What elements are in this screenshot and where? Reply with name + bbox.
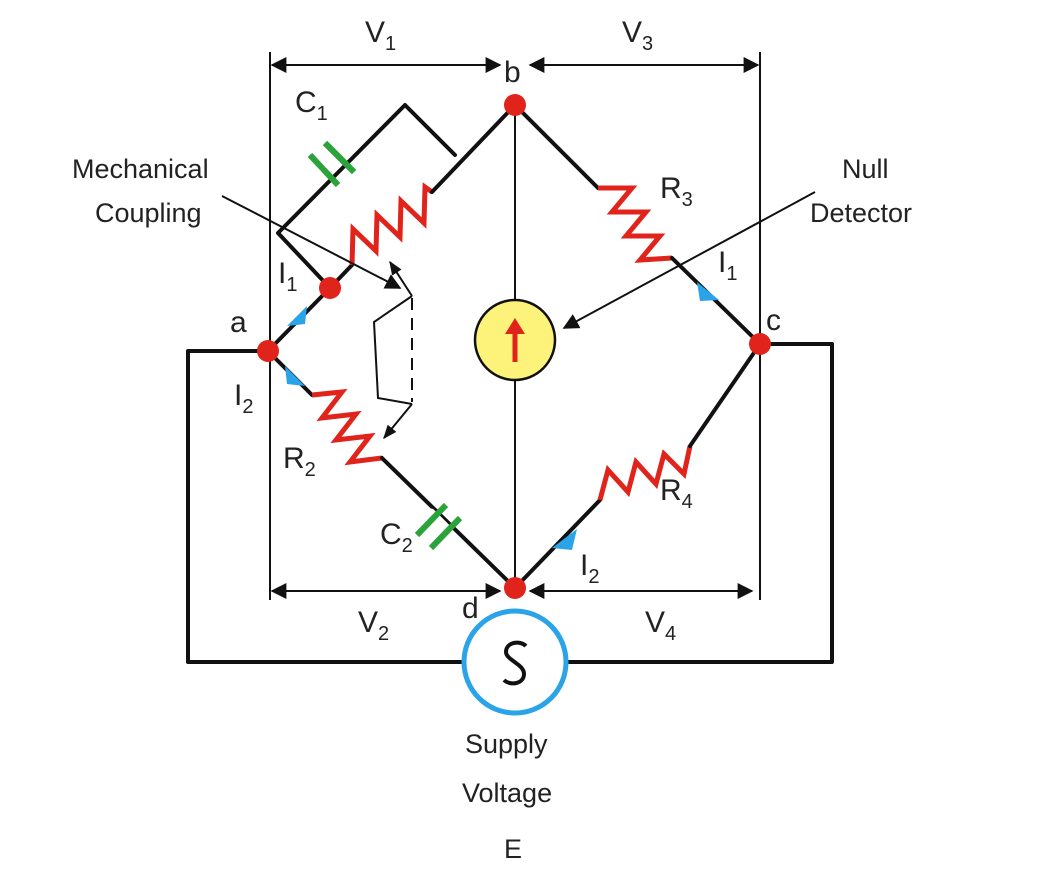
r3-lead-upper (513, 103, 600, 190)
c2-label: C2 (380, 518, 413, 557)
r4-resistor (597, 445, 693, 501)
r3-lead-lower (670, 256, 762, 346)
supply-symbol-e: E (504, 834, 522, 864)
null-detector (473, 298, 557, 382)
null-detector-pointer (562, 191, 816, 329)
supply-voltage-text-line1: Supply (465, 729, 548, 759)
node-d-dot (504, 577, 526, 599)
c1-capacitor-plate-2b (322, 140, 357, 175)
node-a-dot (257, 340, 279, 362)
c2-lead (380, 456, 517, 590)
c2-capacitor-plate-1 (414, 502, 449, 538)
galvanometer-arrow-head (505, 318, 525, 334)
i2-left-label: I2 (234, 379, 253, 418)
supply-wire-left (186, 349, 466, 664)
i2-left-current-arrow (285, 366, 305, 386)
c1-parallel-loop (276, 103, 457, 290)
i1-right-current-arrow (697, 282, 719, 301)
r3-resistor (598, 185, 673, 263)
node-a-label: a (230, 306, 247, 339)
r2-resistor (311, 388, 383, 466)
ac-sine-source-icon (502, 640, 528, 686)
mechanical-coupling-text-line1: Mechanical (72, 154, 209, 184)
c1-label: C1 (295, 86, 328, 125)
r1-lead-upper (430, 103, 517, 194)
r3-label: R3 (660, 172, 693, 211)
i2-right-current-arrow (552, 529, 577, 550)
v3-label: V3 (622, 16, 653, 55)
mechanical-coupling-text-line2: Coupling (95, 198, 202, 228)
supply-wire-right (564, 342, 834, 664)
i1-left-current-arrow (287, 306, 307, 326)
c1-capacitor-plate-1b (307, 152, 341, 188)
mechanical-coupling-pointer (221, 195, 402, 289)
coupling-upper-arrow (389, 260, 413, 297)
c2-capacitor-plate-2 (428, 515, 463, 551)
node-b-dot (504, 94, 526, 116)
r4-label: R4 (660, 474, 693, 513)
node-c-dot (749, 333, 771, 355)
node-d-label: d (462, 592, 479, 625)
r4-lead-upper (688, 342, 762, 448)
i1-right-label: I1 (718, 246, 737, 285)
r1-resistor (349, 182, 434, 266)
coupling-frame (372, 295, 413, 405)
null-detector-text-line2: Detector (810, 198, 912, 228)
null-detector-text-line1: Null (842, 154, 889, 184)
node-b-label: b (504, 56, 521, 89)
v4-label: V4 (645, 606, 676, 645)
i2-right-label: I2 (580, 549, 599, 588)
coupling-lower-arrow (383, 403, 413, 440)
v2-label: V2 (358, 606, 389, 645)
node-c-label: c (766, 304, 781, 337)
supply-voltage-text-line2: Voltage (462, 778, 552, 808)
ac-supply-source (461, 608, 569, 716)
r2-label: R2 (283, 442, 316, 481)
v1-label: V1 (365, 16, 396, 55)
coupling-node-dot (319, 277, 341, 299)
i1-left-label: I1 (278, 257, 297, 296)
